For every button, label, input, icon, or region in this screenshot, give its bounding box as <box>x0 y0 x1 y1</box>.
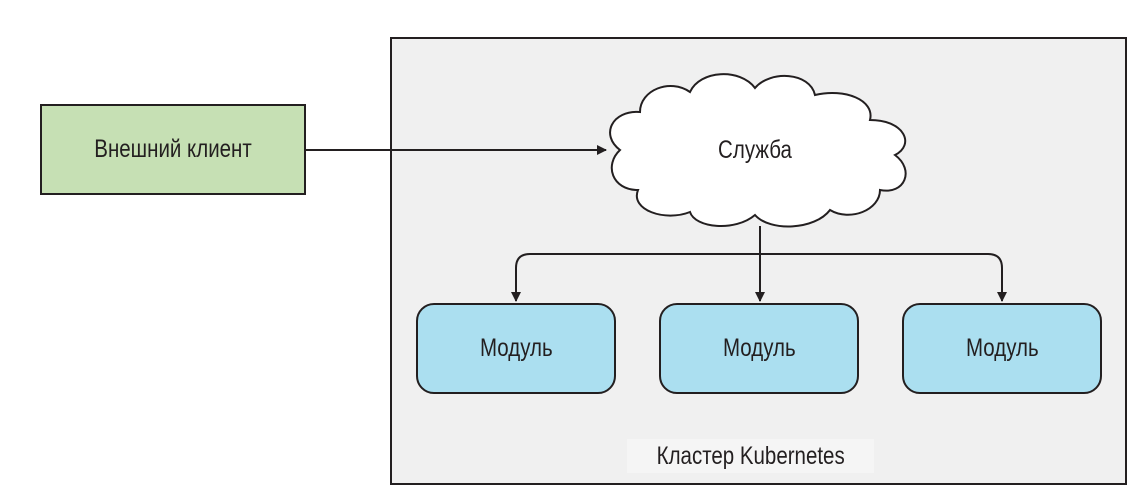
pod-label: Модуль <box>479 334 553 362</box>
external-client-label: Внешний клиент <box>94 135 252 163</box>
pod-node-2: Модуль <box>659 303 859 394</box>
edge-service-to-pod-3 <box>760 253 1007 302</box>
pod-node-1: Модуль <box>416 303 616 394</box>
cluster-label: Кластер Kubernetes <box>656 441 845 470</box>
edge-service-to-pod-1 <box>511 253 760 302</box>
pod-label: Модуль <box>722 334 796 362</box>
external-client-node: Внешний клиент <box>40 104 306 195</box>
cluster-label-box: Кластер Kubernetes <box>627 439 874 473</box>
service-cloud <box>609 73 907 228</box>
pod-label: Модуль <box>965 334 1039 362</box>
pod-node-3: Модуль <box>902 303 1102 394</box>
service-label: Служба <box>718 136 792 164</box>
